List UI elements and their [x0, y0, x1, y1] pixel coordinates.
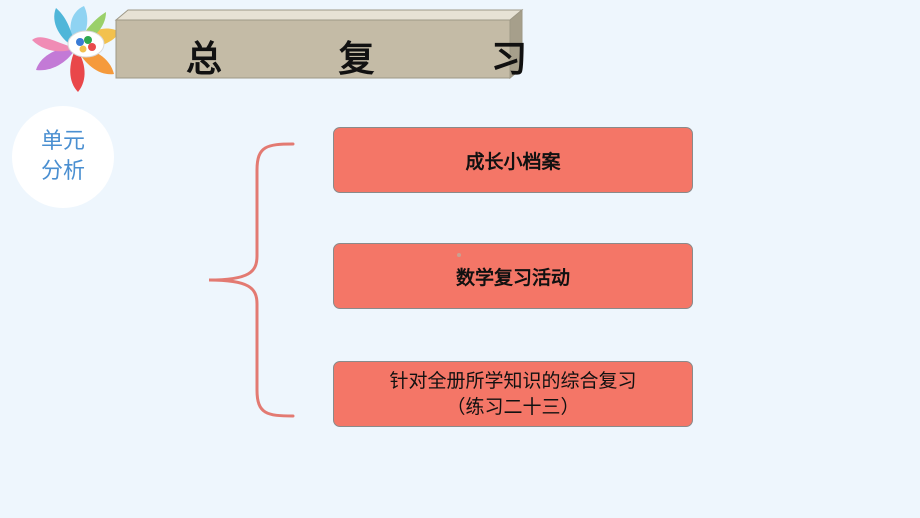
curly-brace [208, 142, 295, 418]
unit-analysis-badge: 单元 分析 [12, 106, 114, 208]
title-bar [112, 8, 524, 86]
unit-analysis-line2: 分析 [40, 159, 85, 184]
item-line2: （练习二十三） [446, 396, 580, 418]
item-label: 成长小档案 [465, 150, 561, 173]
item-label: 数学复习活动 [455, 266, 570, 289]
title-bar-shape [114, 8, 524, 80]
item-box-comprehensive-review: 针对全册所学知识的综合复习 （练习二十三） [333, 361, 693, 427]
page-title: 总 复 习 [186, 39, 580, 80]
item-line1: 针对全册所学知识的综合复习 [389, 370, 637, 392]
item-box-math-review-activity: 数学复习活动 [333, 243, 693, 309]
item-box-growth-file: 成长小档案 [333, 127, 693, 193]
unit-analysis-line1: 单元 [40, 129, 85, 154]
unit-analysis-label: 单元 分析 [33, 127, 93, 187]
flower-logo-icon [32, 6, 120, 92]
decorative-dot [457, 253, 461, 257]
